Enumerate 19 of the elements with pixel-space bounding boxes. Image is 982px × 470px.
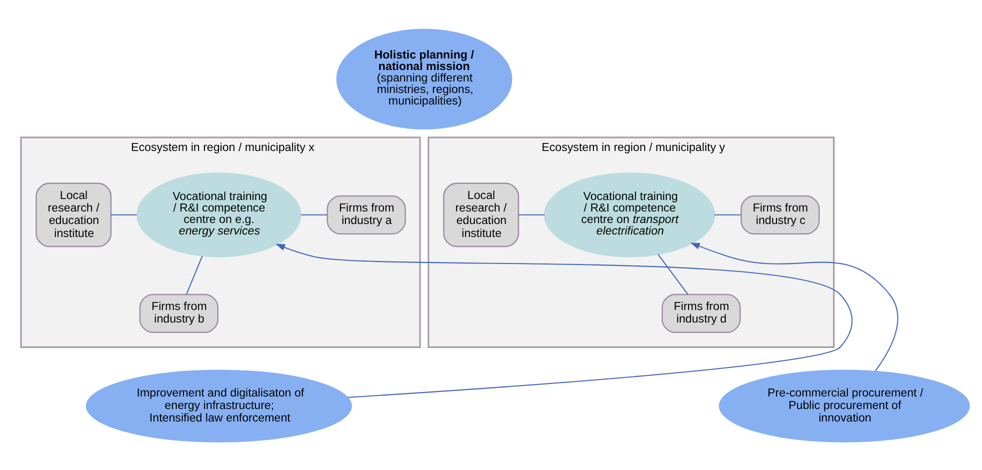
- node-ellipse: Pre-commercial procurement / Public procurement of innovation: [718, 369, 970, 442]
- connector: [300, 214, 328, 215]
- connector: [658, 254, 688, 294]
- node-box: Firms from industry c: [740, 194, 820, 234]
- node-box: Local research / education institute: [443, 182, 520, 247]
- connector: [518, 214, 545, 215]
- node-ellipse: Improvement and digitalisaton of energy infrastructure; Intensified law enforcement: [86, 369, 352, 442]
- node-ellipse: Vocational training / R&I competence centre on e.g. energy services: [136, 172, 302, 257]
- node-ellipse: Holistic planning / national mission (spanning different ministries, regions, municipalities): [336, 28, 512, 129]
- node-box: Local research / education institute: [36, 182, 112, 247]
- connector: [111, 214, 137, 215]
- connector: [186, 255, 203, 294]
- connector: [714, 214, 741, 215]
- arrow: [276, 243, 852, 398]
- node-ellipse: Vocational training / R&I competence centre on transport electrification: [544, 172, 716, 257]
- node-box: Firms from industry b: [139, 293, 218, 333]
- node-box: Firms from industry d: [662, 293, 741, 333]
- node-box: Firms from industry a: [326, 194, 406, 234]
- arrow: [690, 242, 898, 371]
